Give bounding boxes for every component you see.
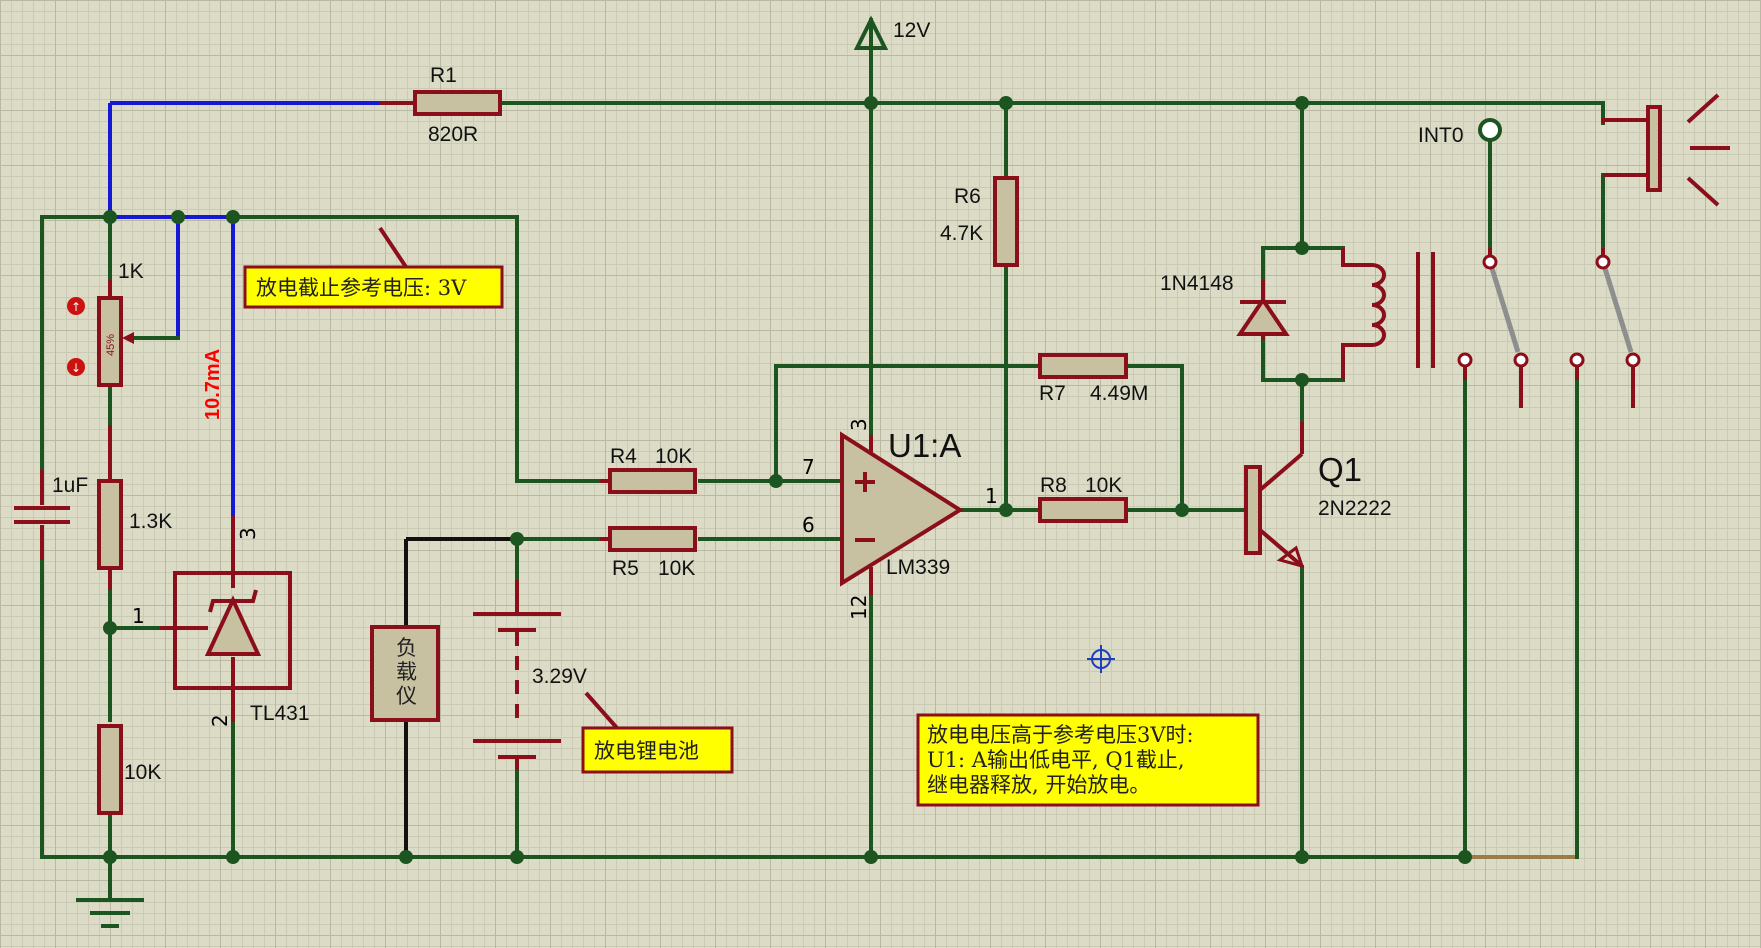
q1-part: 2N2222 bbox=[1318, 497, 1392, 520]
diode-1n4148[interactable]: 1N4148 bbox=[1160, 272, 1290, 340]
note-desc-line1: 放电电压高于参考电压3V时: bbox=[927, 723, 1194, 747]
ground-icon bbox=[76, 878, 144, 928]
battery-cell[interactable]: 3.29V bbox=[473, 580, 587, 770]
relay-switch-2[interactable] bbox=[1569, 248, 1641, 368]
resistor-r6[interactable]: R6 4.7K bbox=[940, 176, 1019, 267]
potentiometer[interactable]: 1K 45% ↑ ↓ bbox=[67, 260, 144, 387]
opamp-pin-gnd: 12 bbox=[847, 595, 871, 620]
r6-name: R6 bbox=[954, 185, 981, 208]
wires bbox=[40, 43, 1635, 882]
opamp-pin-out: 1 bbox=[985, 484, 998, 508]
pot-position: 45% bbox=[105, 334, 117, 356]
current-probe-reading: 10.7mA bbox=[202, 349, 224, 420]
opamp-pin-vcc: 3 bbox=[847, 418, 871, 431]
opamp-pin-minus: 6 bbox=[802, 513, 815, 537]
relay-switch-1[interactable] bbox=[1457, 248, 1529, 368]
resistor-10k-bottom[interactable]: 10K bbox=[97, 724, 161, 815]
r5-name: R5 bbox=[612, 557, 639, 580]
r6-value: 4.7K bbox=[940, 222, 983, 245]
supply-label: 12V bbox=[893, 19, 930, 42]
r4-name: R4 bbox=[610, 445, 637, 468]
capacitor-1uf[interactable]: 1uF bbox=[14, 470, 88, 560]
tl431-pin-ref: 1 bbox=[132, 604, 145, 628]
r1-value: 820R bbox=[428, 123, 478, 146]
r7-name: R7 bbox=[1039, 382, 1066, 405]
pot-decrease-icon[interactable]: ↓ bbox=[67, 358, 85, 376]
note-battery-text: 放电锂电池 bbox=[594, 739, 699, 763]
tl431-shunt-regulator[interactable]: 1 3 2 TL431 bbox=[132, 516, 310, 727]
pot-increase-icon[interactable]: ↑ bbox=[67, 297, 85, 315]
q1-name: Q1 bbox=[1318, 451, 1362, 488]
pot-value: 1K bbox=[118, 260, 144, 283]
r8-value: 10K bbox=[1085, 474, 1122, 497]
load-label: 负 载 仪 bbox=[396, 636, 424, 708]
r13k-value: 1.3K bbox=[129, 510, 172, 533]
r1-name: R1 bbox=[430, 64, 457, 87]
note-ref-voltage: 放电截止参考电压: 3V bbox=[243, 226, 504, 309]
opamp-part: LM339 bbox=[886, 556, 950, 579]
crosshair-cursor-icon bbox=[1087, 645, 1115, 673]
r4-value: 10K bbox=[655, 445, 692, 468]
note-desc-line2: U1: A输出低电平, Q1截止, bbox=[927, 748, 1185, 772]
supply-12v[interactable]: 12V bbox=[853, 15, 930, 52]
opamp-pin-plus: 7 bbox=[802, 455, 815, 479]
resistor-1k3[interactable]: 1.3K bbox=[97, 425, 172, 590]
transistor-q1[interactable]: Q1 2N2222 bbox=[1244, 422, 1392, 569]
tl431-pin-anode: 2 bbox=[208, 714, 232, 727]
r7-value: 4.49M bbox=[1090, 382, 1148, 405]
r10k-value: 10K bbox=[124, 761, 161, 784]
note-battery: 放电锂电池 bbox=[581, 691, 734, 774]
tl431-name: TL431 bbox=[250, 702, 310, 725]
resistor-r7[interactable]: R7 4.49M bbox=[1038, 353, 1148, 405]
junctions bbox=[103, 96, 1472, 864]
note-description: 放电电压高于参考电压3V时: U1: A输出低电平, Q1截止, 继电器释放, … bbox=[916, 713, 1260, 807]
opamp-name: U1:A bbox=[888, 427, 961, 464]
tl431-pin-cathode: 3 bbox=[236, 527, 260, 540]
svg-text:↓: ↓ bbox=[71, 361, 81, 375]
load-instrument[interactable]: 负 载 仪 bbox=[370, 625, 440, 722]
resistor-r8[interactable]: R8 10K bbox=[1038, 474, 1128, 523]
r5-value: 10K bbox=[658, 557, 695, 580]
load-label-1: 负 bbox=[396, 636, 417, 660]
r8-name: R8 bbox=[1040, 474, 1067, 497]
opamp-lm339[interactable]: 7 6 1 3 12 U1:A LM339 bbox=[802, 418, 998, 620]
int0-label: INT0 bbox=[1418, 124, 1464, 147]
resistor-r4[interactable]: R4 10K bbox=[600, 445, 697, 494]
diode-name: 1N4148 bbox=[1160, 272, 1234, 295]
svg-text:↑: ↑ bbox=[71, 300, 81, 314]
battery-value: 3.29V bbox=[532, 665, 587, 688]
resistor-r1[interactable]: R1 820R bbox=[380, 64, 502, 146]
pushbutton[interactable] bbox=[1601, 93, 1730, 207]
resistor-r5[interactable]: R5 10K bbox=[600, 526, 697, 580]
note-desc-line3: 继电器释放, 开始放电。 bbox=[927, 773, 1150, 797]
int0-terminal[interactable]: INT0 bbox=[1418, 118, 1502, 147]
note-ref-voltage-text: 放电截止参考电压: 3V bbox=[256, 276, 467, 300]
relay-coil[interactable] bbox=[1341, 248, 1435, 380]
cap-value: 1uF bbox=[52, 474, 88, 497]
